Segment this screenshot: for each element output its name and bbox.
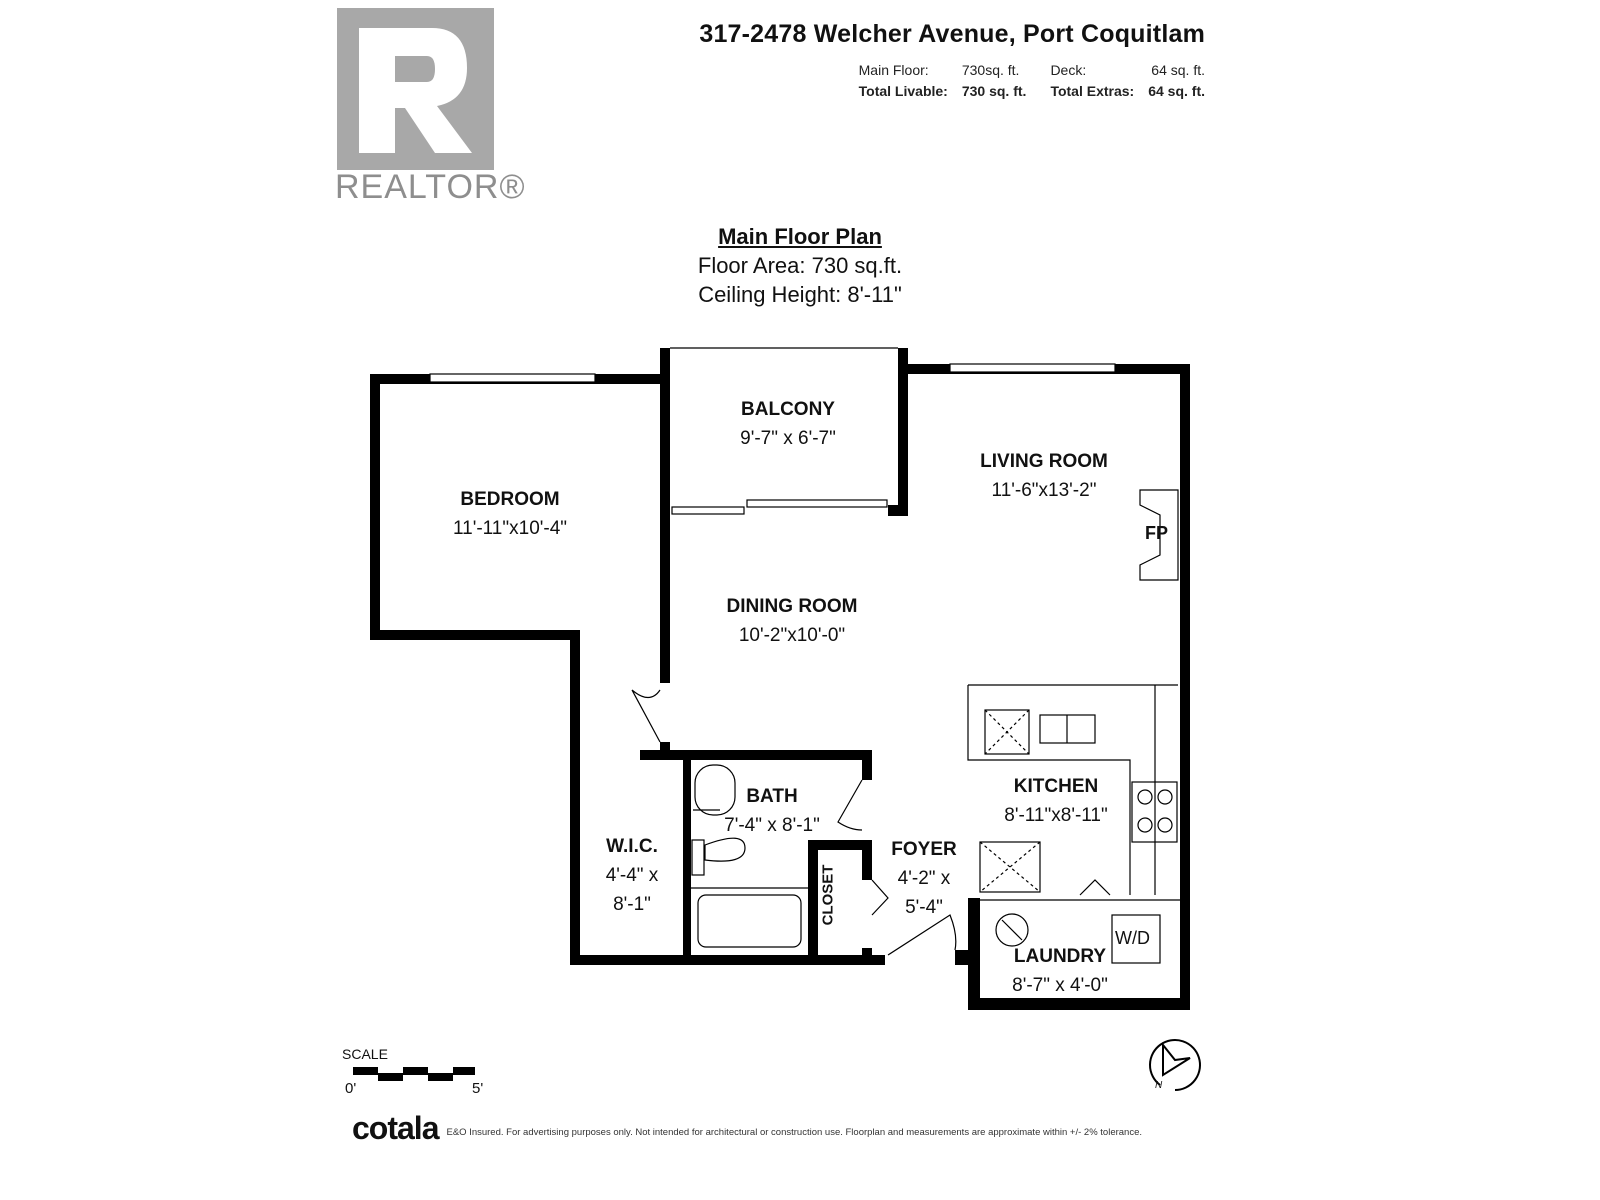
washer-dryer (1111, 914, 1161, 964)
main-floor-label: Main Floor: (858, 62, 929, 78)
scale-max: 5' (472, 1080, 484, 1097)
total-livable-label: Total Livable: (858, 83, 948, 99)
water-heater (995, 913, 1029, 947)
north-label: N (1155, 1080, 1163, 1091)
north-arrow-icon (1149, 1039, 1201, 1091)
bath-door (837, 779, 863, 831)
bedroom-window (429, 373, 596, 383)
scale-bar (353, 1067, 475, 1081)
living-window (949, 363, 1116, 373)
toilet (693, 809, 746, 862)
floor-area: Floor Area: 730 sq.ft. (697, 253, 903, 278)
closet-label: CLOSET (819, 864, 837, 926)
deck-value: 64 sq. ft. (1151, 62, 1205, 78)
fireplace (1139, 489, 1179, 581)
bedroom-door (631, 689, 661, 743)
total-extras-label: Total Extras: (1050, 83, 1135, 99)
sliding-door-panel (746, 499, 888, 508)
total-extras-value: 64 sq. ft. (1148, 83, 1205, 99)
total-livable-value: 730 sq. ft. (961, 83, 1027, 99)
plan-heading: Main Floor Plan Floor Area: 730 sq.ft. C… (600, 222, 1000, 309)
stove (1131, 781, 1178, 843)
entry-door (887, 914, 957, 956)
property-address: 317-2478 Welcher Avenue, Port Coquitlam (699, 20, 1205, 48)
deck-label: Deck: (1050, 62, 1087, 78)
kitchen-counter (967, 684, 1178, 895)
laundry-door (1079, 879, 1111, 896)
area-summary: Main Floor: 730sq. ft. Deck: 64 sq. ft. … (859, 60, 1205, 102)
bathtub (697, 894, 802, 948)
washer-dryer-label: W/D (1115, 928, 1150, 948)
sliding-door (671, 506, 745, 515)
closet-door (871, 879, 889, 916)
cotala-logo: cotala (352, 1110, 439, 1146)
main-floor-value: 730sq. ft. (961, 62, 1020, 78)
disclaimer: E&O Insured. For advertising purposes on… (446, 1127, 1143, 1138)
realtor-r-icon (359, 28, 472, 153)
dishwasher (984, 709, 1030, 755)
scale-min: 0' (345, 1080, 357, 1097)
realtor-logo (337, 8, 494, 170)
scale-label: SCALE (342, 1046, 388, 1062)
plan-title: Main Floor Plan (718, 224, 882, 249)
realtor-wordmark: REALTOR® (335, 168, 526, 206)
footer: cotala E&O Insured. For advertising purp… (352, 1110, 1142, 1146)
bath-sink (694, 764, 736, 816)
ceiling-height: Ceiling Height: 8'-11" (698, 282, 902, 307)
island (979, 841, 1041, 893)
fireplace-label: FP (1145, 523, 1169, 543)
